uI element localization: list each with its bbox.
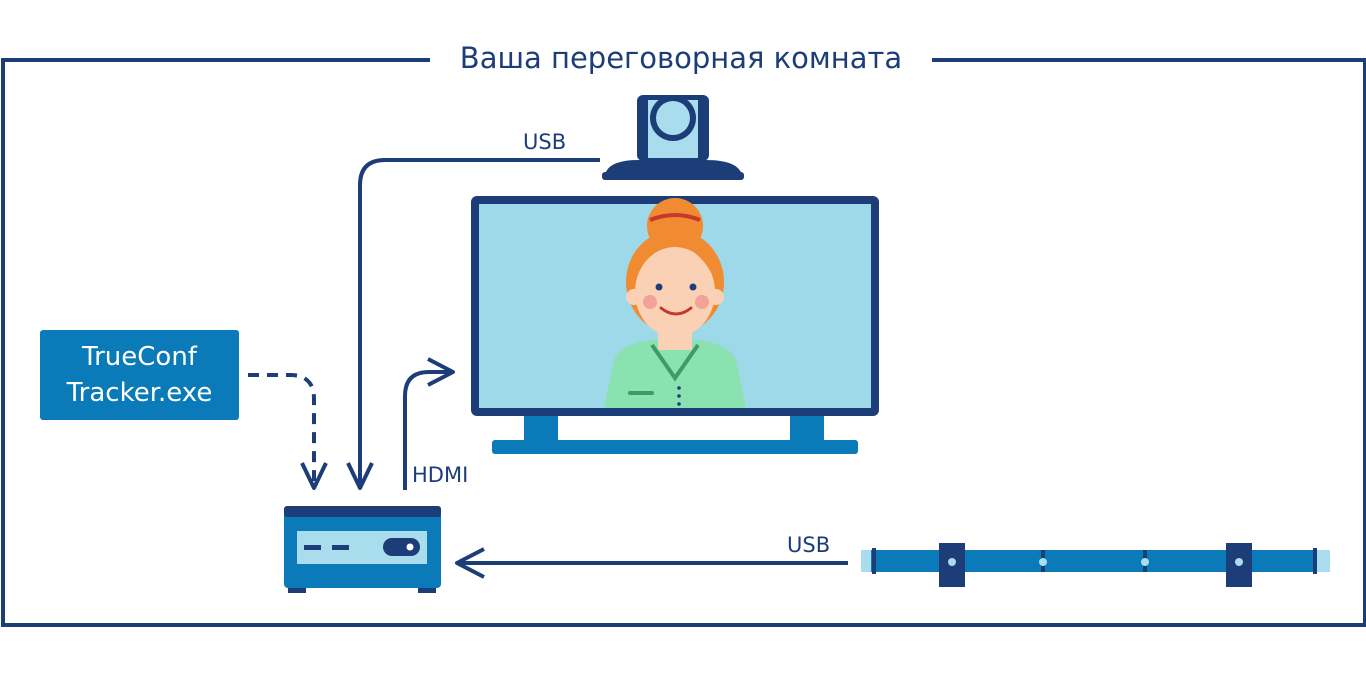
camera-usb-label: USB (523, 130, 567, 154)
mini-pc-icon (284, 506, 441, 593)
hdmi-label: HDMI (412, 463, 469, 487)
trueconf-tracker-box: TrueConf Tracker.exe (40, 330, 239, 420)
tracker-name-line2: Tracker.exe (66, 378, 213, 408)
hdmi-arrowhead (427, 357, 455, 387)
tracker-name-line1: TrueConf (82, 342, 197, 372)
hdmi-connector (403, 370, 452, 490)
mic-usb-label: USB (787, 533, 831, 557)
person-icon (604, 198, 746, 408)
camera-usb-arrowhead (346, 462, 374, 490)
room-title: Ваша переговорная комната (430, 36, 932, 80)
microphone-array-icon (861, 543, 1330, 587)
ptz-camera-icon (602, 95, 744, 180)
mic-usb-arrowhead (455, 547, 485, 579)
tracker-arrowhead (300, 462, 328, 490)
tracker-dashed-connector (248, 373, 316, 488)
camera-usb-connector (358, 158, 600, 488)
